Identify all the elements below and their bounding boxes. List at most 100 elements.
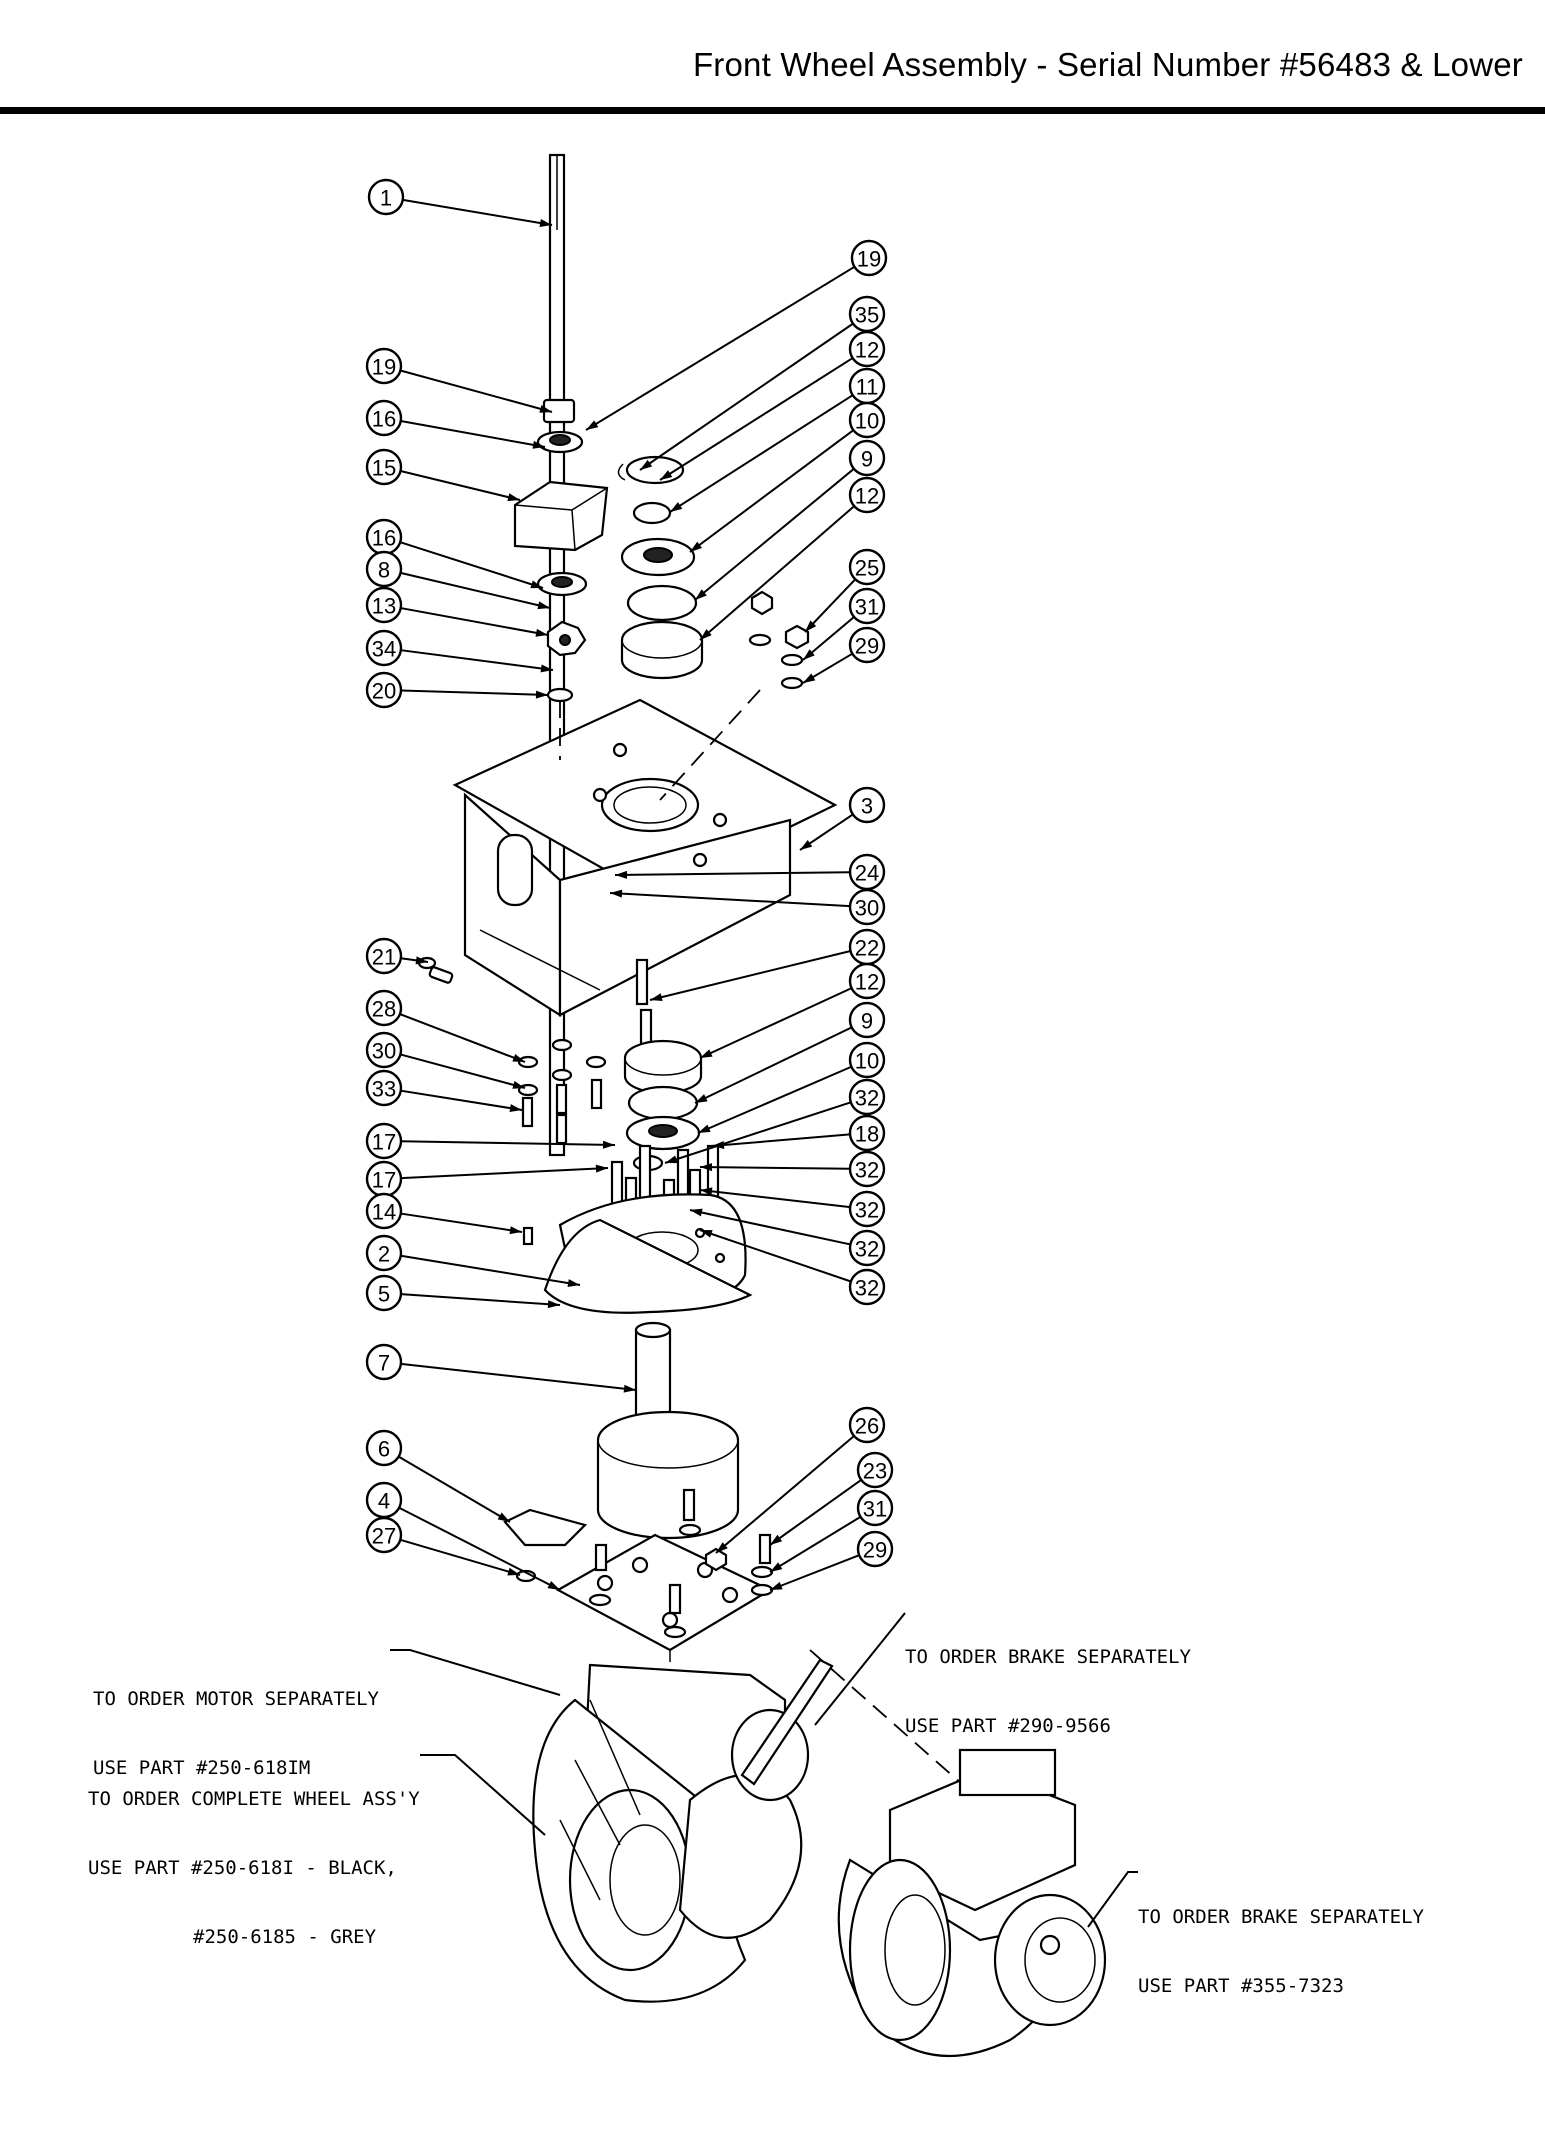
callout-c-29b: 29 (856, 1530, 894, 1568)
callout-leader-c-6 (398, 1455, 511, 1523)
plate-part-4 (555, 1533, 773, 1662)
callout-c-6: 6 (365, 1429, 403, 1467)
race-part-12-lower (623, 1039, 703, 1095)
callout-c-3: 3 (848, 786, 886, 824)
callout-label: 21 (372, 945, 396, 970)
callout-arrow-c-32b (700, 1163, 713, 1172)
callout-arrow-c-16a (532, 440, 545, 449)
callout-arrow-c-10b (698, 1124, 711, 1133)
note-brake1-leader (814, 1612, 906, 1726)
callout-label: 29 (855, 634, 879, 659)
callout-c-13: 13 (365, 586, 403, 624)
callout-label: 4 (378, 1489, 390, 1514)
callout-label: 16 (372, 407, 396, 432)
callout-circle (365, 448, 403, 486)
callout-leader-c-19b (400, 369, 553, 413)
callout-leader-c-4 (398, 1506, 561, 1591)
callout-circle (850, 239, 888, 277)
spindle-part-7 (596, 1321, 740, 1540)
callout-leader-c-20 (400, 689, 549, 696)
callout-c-25: 25 (848, 548, 886, 586)
callout-leader-c-31b (769, 1515, 862, 1573)
callout-leader-c-35 (639, 322, 854, 471)
callout-leader-c-12a (659, 357, 854, 481)
note-brake-2-line-2: USE PART #355-7323 (1138, 1975, 1344, 1997)
callout-circle (848, 1229, 886, 1267)
callout-circle (365, 586, 403, 624)
callout-arrow-c-17b (595, 1164, 608, 1173)
callout-arrow-c-8 (537, 601, 550, 610)
callout-leader-c-12c (699, 987, 852, 1059)
callout-label: 1 (380, 186, 392, 211)
callout-circle (848, 1041, 886, 1079)
callout-c-22: 22 (848, 928, 886, 966)
callout-label: 13 (372, 594, 396, 619)
callout-arrow-c-32a (665, 1155, 678, 1164)
callout-c-8: 8 (365, 550, 403, 588)
sprocket-part-13 (546, 620, 587, 657)
callout-c-32e: 32 (848, 1268, 886, 1306)
callout-arrow-c-20 (535, 690, 548, 699)
callout-label: 10 (855, 409, 879, 434)
callout-label: 31 (863, 1497, 887, 1522)
callout-leader-c-8 (400, 571, 551, 609)
callout-c-20: 20 (365, 671, 403, 709)
note-brake-1-line-1: TO ORDER BRAKE SEPARATELY (905, 1646, 1191, 1668)
callout-circle (365, 937, 403, 975)
callout-arrow-c-12b (700, 629, 712, 640)
callout-arrow-c-10a (690, 541, 703, 552)
callout-leader-c-18 (711, 1133, 851, 1147)
callout-label: 2 (378, 1242, 390, 1267)
ring-part-11 (632, 501, 672, 525)
callout-label: 9 (861, 1009, 873, 1034)
bearing-cup-part-9 (626, 584, 698, 622)
callout-label: 15 (372, 456, 396, 481)
callout-circle (848, 1114, 886, 1152)
callout-label: 32 (855, 1086, 879, 1111)
callout-c-12a: 12 (848, 330, 886, 368)
callout-c-12c: 12 (848, 962, 886, 1000)
callout-label: 25 (855, 556, 879, 581)
callout-leader-c-7 (400, 1362, 637, 1391)
callout-label: 30 (372, 1039, 396, 1064)
callout-leader-c-34 (400, 649, 554, 671)
callout-leader-c-32d (689, 1209, 851, 1246)
callout-c-18: 18 (848, 1114, 886, 1152)
callout-leader-c-23 (769, 1479, 862, 1546)
callout-label: 3 (861, 794, 873, 819)
callout-c-11: 11 (848, 367, 886, 405)
callout-c-15: 15 (365, 448, 403, 486)
callout-circle (848, 1190, 886, 1228)
callout-c-12b: 12 (848, 476, 886, 514)
note-wheel-leader (420, 1754, 546, 1836)
callout-c-32b: 32 (848, 1150, 886, 1188)
callout-label: 10 (855, 1049, 879, 1074)
callout-circle (367, 178, 405, 216)
callout-label: 32 (855, 1198, 879, 1223)
frame-part-3 (452, 698, 838, 1017)
callout-label: 12 (855, 484, 879, 509)
callout-leader-c-16b (399, 541, 544, 589)
callout-c-27: 27 (365, 1516, 403, 1554)
callout-c-34: 34 (365, 629, 403, 667)
callout-arrow-c-9a (695, 589, 707, 600)
callout-circle (848, 626, 886, 664)
callout-c-26: 26 (848, 1406, 886, 1444)
callout-circle (365, 1516, 403, 1554)
callout-arrow-c-18 (712, 1141, 725, 1149)
callout-arrow-c-32c (700, 1187, 713, 1196)
callout-leader-c-25 (804, 578, 856, 633)
callout-arrow-c-16b (530, 580, 543, 589)
callout-label: 11 (856, 375, 879, 400)
callout-arrow-c-2 (567, 1279, 580, 1288)
callout-leader-c-13 (400, 607, 549, 636)
callout-label: 14 (372, 1200, 396, 1225)
callout-label: 24 (855, 861, 879, 886)
callout-leader-c-5 (400, 1293, 561, 1306)
callout-label: 17 (372, 1130, 396, 1155)
callout-arrow-c-3 (800, 839, 813, 850)
callout-label: 31 (855, 595, 879, 620)
callout-circle (848, 587, 886, 625)
callout-c-31b: 31 (856, 1489, 894, 1527)
callout-label: 18 (855, 1122, 879, 1147)
